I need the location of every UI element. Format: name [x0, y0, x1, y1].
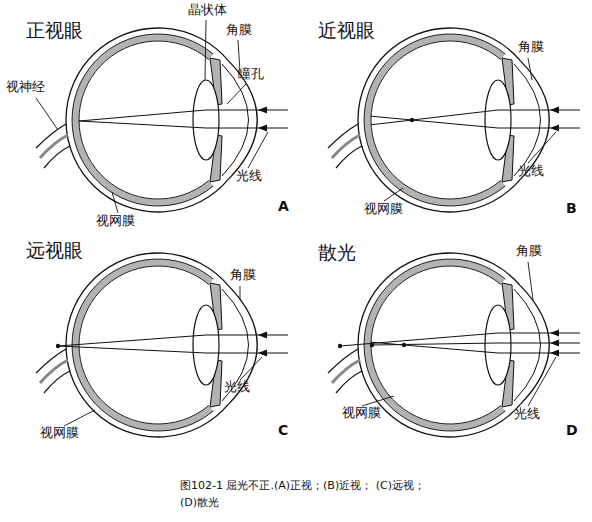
panel-title: 正视眼 [26, 20, 83, 42]
panel-title: 近视眼 [318, 20, 375, 42]
part-label: 视网膜 [96, 214, 135, 229]
panel-letter: B [566, 200, 577, 216]
panel-letter: C [278, 422, 288, 438]
part-label: 视神经 [6, 80, 45, 95]
part-label: 瞳孔 [238, 67, 264, 82]
figure-caption: 图102-1 屈光不正.(A)正视；(B)近视； (C)远视；(D)散光 [180, 478, 430, 511]
part-label: 角膜 [226, 23, 252, 38]
part-label: 角膜 [516, 244, 542, 259]
part-label: 光线 [236, 169, 262, 184]
panel-title: 远视眼 [26, 240, 83, 262]
part-label: 晶状体 [188, 3, 227, 18]
panel-letter: A [278, 198, 289, 214]
panel-title: 散光 [318, 242, 356, 264]
part-label: 视网膜 [40, 426, 79, 441]
part-label: 视网膜 [364, 202, 403, 217]
part-label: 角膜 [518, 40, 544, 55]
part-label: 视网膜 [342, 406, 381, 421]
part-label: 光线 [224, 380, 250, 395]
part-label: 光线 [518, 164, 544, 179]
part-label: 光线 [514, 407, 540, 422]
part-label: 角膜 [230, 268, 256, 283]
panel-letter: D [566, 422, 578, 438]
